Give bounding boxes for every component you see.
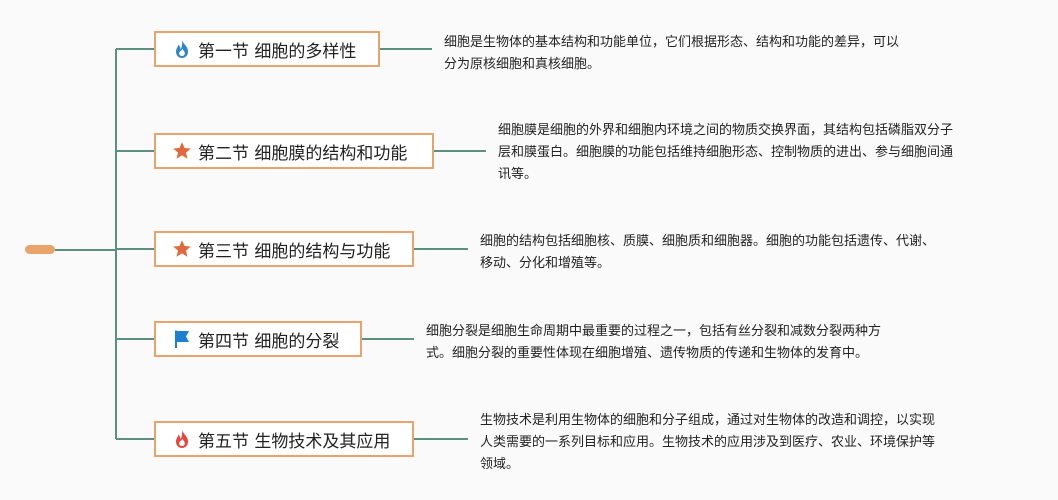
section-1-node[interactable]: 第一节 细胞的多样性 [154, 31, 380, 67]
description-line: 细胞是生物体的基本结构和功能单位，它们根据形态、结构和功能的差异，可以 [444, 35, 900, 50]
star-icon [172, 239, 192, 259]
description-line: 领域。 [480, 457, 520, 472]
red-flame-icon [172, 429, 192, 449]
description-line: 细胞分裂是细胞生命周期中最重要的过程之一，包括有丝分裂和减数分裂两种方 [426, 324, 882, 339]
section-1-title: 第一节 细胞的多样性 [198, 41, 357, 62]
section-5-title: 第五节 生物技术及其应用 [198, 431, 391, 452]
section-4-description: 细胞分裂是细胞生命周期中最重要的过程之一，包括有丝分裂和减数分裂两种方 式。细胞… [426, 321, 881, 365]
description-line: 生物技术是利用生物体的细胞和分子组成，通过对生物体的改造和调控，以实现 [480, 413, 936, 428]
section-2-title: 第二节 细胞膜的结构和功能 [198, 143, 408, 164]
star-icon [172, 141, 192, 161]
description-line: 层和膜蛋白。细胞膜的功能包括维持细胞形态、控制物质的进出、参与细胞间通 [498, 145, 954, 160]
section-2-node[interactable]: 第二节 细胞膜的结构和功能 [154, 133, 434, 169]
description-line: 细胞的结构包括细胞核、质膜、细胞质和细胞器。细胞的功能包括遗传、代谢、 [480, 234, 936, 249]
section-4-node[interactable]: 第四节 细胞的分裂 [154, 321, 362, 357]
description-line: 移动、分化和增殖等。 [480, 256, 611, 271]
section-5-description: 生物技术是利用生物体的细胞和分子组成，通过对生物体的改造和调控，以实现 人类需要… [480, 410, 935, 476]
section-2-description: 细胞膜是细胞的外界和细胞内环境之间的物质交换界面，其结构包括磷脂双分子 层和膜蛋… [498, 120, 953, 186]
description-line: 细胞膜是细胞的外界和细胞内环境之间的物质交换界面，其结构包括磷脂双分子 [498, 123, 954, 138]
section-1-description: 细胞是生物体的基本结构和功能单位，它们根据形态、结构和功能的差异，可以 分为原核… [444, 32, 899, 76]
blue-flame-icon [172, 39, 192, 59]
description-line: 讯等。 [498, 167, 538, 182]
section-5-node[interactable]: 第五节 生物技术及其应用 [154, 421, 414, 457]
section-3-description: 细胞的结构包括细胞核、质膜、细胞质和细胞器。细胞的功能包括遗传、代谢、 移动、分… [480, 231, 935, 275]
description-line: 人类需要的一系列目标和应用。生物技术的应用涉及到医疗、农业、环境保护等 [480, 435, 936, 450]
section-4-title: 第四节 细胞的分裂 [198, 331, 340, 352]
section-3-node[interactable]: 第三节 细胞的结构与功能 [154, 231, 414, 267]
section-3-title: 第三节 细胞的结构与功能 [198, 241, 391, 262]
description-line: 分为原核细胞和真核细胞。 [444, 57, 601, 72]
flag-icon [172, 329, 192, 349]
root-node[interactable] [25, 245, 55, 254]
description-line: 式。细胞分裂的重要性体现在细胞增殖、遗传物质的传递和生物体的发育中。 [426, 346, 869, 361]
